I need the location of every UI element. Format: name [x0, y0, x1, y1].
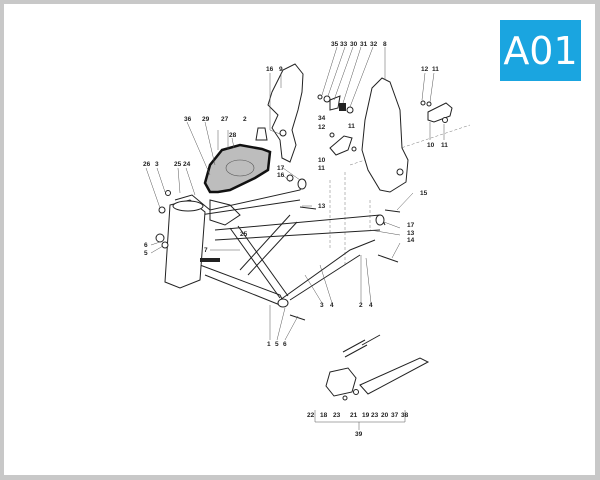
part-labels: 35 33 30 31 32 8 16 9 12 11 10 11 34 12 …	[143, 41, 448, 438]
svg-text:15: 15	[420, 190, 428, 197]
right-bracket-part	[361, 77, 409, 193]
side-stand-part	[325, 334, 430, 401]
svg-text:37: 37	[391, 412, 399, 419]
svg-text:13: 13	[407, 230, 415, 237]
svg-text:4: 4	[369, 302, 373, 309]
svg-text:12: 12	[421, 66, 429, 73]
main-frame-part	[155, 174, 401, 321]
svg-text:9: 9	[279, 66, 283, 73]
svg-text:7: 7	[204, 247, 208, 254]
leader-lines	[145, 46, 445, 430]
svg-text:13: 13	[318, 203, 326, 210]
svg-text:12: 12	[318, 124, 326, 131]
svg-text:16: 16	[277, 172, 285, 179]
svg-text:22: 22	[307, 412, 315, 419]
svg-text:27: 27	[221, 116, 229, 123]
seat-panel-part	[203, 143, 272, 194]
svg-text:14: 14	[407, 237, 415, 244]
svg-text:26: 26	[143, 161, 151, 168]
svg-text:29: 29	[202, 116, 210, 123]
svg-text:20: 20	[381, 412, 389, 419]
svg-text:6: 6	[283, 341, 287, 348]
svg-text:4: 4	[330, 302, 334, 309]
svg-text:36: 36	[184, 116, 192, 123]
svg-text:11: 11	[318, 165, 325, 172]
svg-text:3: 3	[155, 161, 159, 168]
svg-text:25: 25	[174, 161, 182, 168]
left-bracket-part	[267, 63, 304, 163]
svg-text:1: 1	[267, 341, 271, 348]
svg-text:18: 18	[320, 412, 328, 419]
svg-text:30: 30	[350, 41, 358, 48]
svg-text:19: 19	[362, 412, 370, 419]
svg-text:17: 17	[277, 165, 285, 172]
svg-text:10: 10	[427, 142, 435, 149]
svg-text:31: 31	[360, 41, 368, 48]
svg-text:10: 10	[318, 157, 326, 164]
svg-text:11: 11	[432, 66, 439, 73]
svg-text:35: 35	[331, 41, 339, 48]
svg-text:28: 28	[229, 132, 237, 139]
svg-text:5: 5	[144, 250, 148, 257]
svg-text:5: 5	[275, 341, 279, 348]
svg-text:11: 11	[348, 123, 355, 130]
svg-text:2: 2	[243, 116, 247, 123]
svg-text:17: 17	[407, 222, 415, 229]
svg-text:2: 2	[359, 302, 363, 309]
svg-text:23: 23	[371, 412, 379, 419]
svg-text:33: 33	[340, 41, 348, 48]
svg-text:23: 23	[333, 412, 341, 419]
svg-text:34: 34	[318, 115, 326, 122]
svg-text:39: 39	[355, 431, 363, 438]
diagram-code-badge: A01	[500, 20, 581, 81]
svg-text:21: 21	[350, 412, 358, 419]
svg-text:25: 25	[240, 231, 248, 238]
svg-text:8: 8	[383, 41, 387, 48]
svg-text:6: 6	[144, 242, 148, 249]
svg-text:11: 11	[441, 142, 448, 149]
svg-text:24: 24	[183, 161, 191, 168]
svg-text:32: 32	[370, 41, 378, 48]
svg-text:3: 3	[320, 302, 324, 309]
svg-text:38: 38	[401, 412, 409, 419]
svg-text:16: 16	[266, 66, 274, 73]
small-right-bracket-part	[427, 102, 453, 123]
